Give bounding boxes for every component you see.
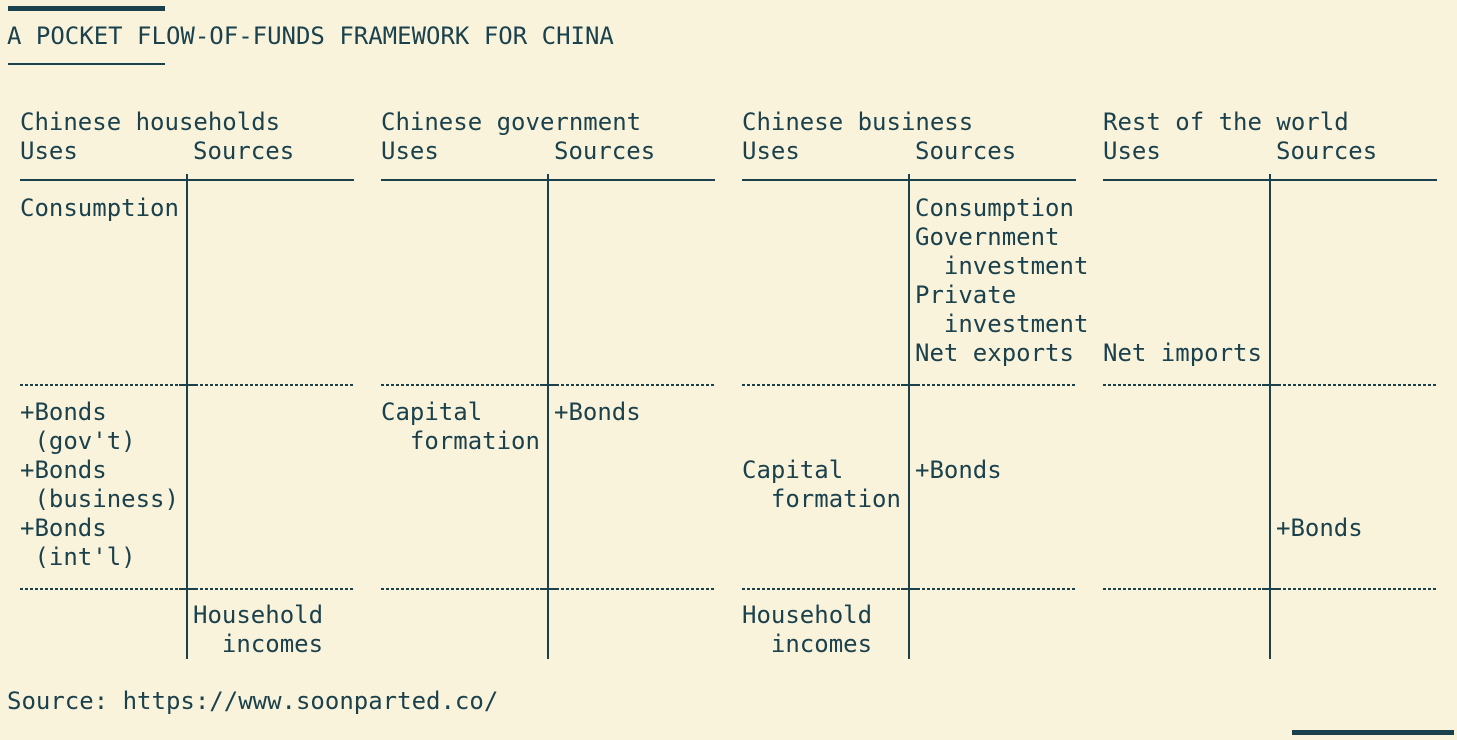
sources-label: Sources bbox=[193, 137, 295, 165]
divider-tick bbox=[901, 384, 917, 386]
entry-capital-formation: Capital bbox=[381, 398, 483, 426]
account-title: Chinese government bbox=[381, 108, 642, 136]
entry-net-imports: Net imports bbox=[1103, 339, 1262, 367]
entry-bonds: +Bonds bbox=[1276, 514, 1363, 542]
uses-label: Uses bbox=[381, 137, 439, 165]
divider-tick bbox=[540, 588, 556, 590]
divider-tick bbox=[1262, 384, 1278, 386]
entry-bonds: +Bonds bbox=[915, 456, 1002, 484]
entry-capital-formation-cont: formation bbox=[742, 485, 901, 513]
title-underline bbox=[8, 63, 165, 65]
entry-bonds-govt: +Bonds bbox=[20, 398, 107, 426]
entry-private-investment-cont: investment bbox=[915, 310, 1089, 338]
page-title: A POCKET FLOW-OF-FUNDS FRAMEWORK FOR CHI… bbox=[7, 22, 614, 50]
uses-label: Uses bbox=[1103, 137, 1161, 165]
entry-capital-formation-cont: formation bbox=[381, 427, 540, 455]
top-rule bbox=[8, 6, 165, 11]
entry-household-incomes-cont: incomes bbox=[193, 630, 324, 658]
divider-tick bbox=[179, 384, 195, 386]
divider-tick bbox=[901, 588, 917, 590]
uses-label: Uses bbox=[20, 137, 78, 165]
divider-tick bbox=[179, 588, 195, 590]
entry-bonds-intl: +Bonds bbox=[20, 514, 107, 542]
sources-label: Sources bbox=[915, 137, 1017, 165]
t-account-divider-line bbox=[186, 174, 188, 659]
account-chinese-government: Chinese government Uses Sources Capital … bbox=[381, 0, 715, 740]
entry-bonds-intl-cont: (int'l) bbox=[20, 543, 136, 571]
entry-net-exports: Net exports bbox=[915, 339, 1074, 367]
entry-consumption: Consumption bbox=[20, 194, 179, 222]
t-account-divider-line bbox=[547, 174, 549, 659]
entry-government-investment-cont: investment bbox=[915, 252, 1089, 280]
sources-label: Sources bbox=[554, 137, 656, 165]
entry-government-investment: Government bbox=[915, 223, 1060, 251]
t-account-divider-line bbox=[908, 174, 910, 659]
account-title: Chinese households bbox=[20, 108, 281, 136]
entry-household-incomes: Household bbox=[193, 601, 324, 629]
divider-tick bbox=[540, 384, 556, 386]
account-chinese-households: Chinese households Uses Sources Consumpt… bbox=[20, 0, 354, 740]
account-title: Chinese business bbox=[742, 108, 974, 136]
entry-bonds-business-cont: (business) bbox=[20, 485, 179, 513]
account-rest-of-world: Rest of the world Uses Sources Net impor… bbox=[1103, 0, 1437, 740]
bottom-rule bbox=[1292, 730, 1454, 735]
entry-private-investment: Private bbox=[915, 281, 1017, 309]
divider-tick bbox=[1262, 588, 1278, 590]
entry-capital-formation: Capital bbox=[742, 456, 844, 484]
entry-bonds: +Bonds bbox=[554, 398, 641, 426]
sources-label: Sources bbox=[1276, 137, 1378, 165]
entry-household-incomes: Household bbox=[742, 601, 873, 629]
entry-household-incomes-cont: incomes bbox=[742, 630, 873, 658]
t-account-divider-line bbox=[1269, 174, 1271, 659]
entry-consumption: Consumption bbox=[915, 194, 1074, 222]
account-chinese-business: Chinese business Uses Sources Consumptio… bbox=[742, 0, 1088, 740]
entry-bonds-business: +Bonds bbox=[20, 456, 107, 484]
entry-bonds-govt-cont: (gov't) bbox=[20, 427, 136, 455]
account-title: Rest of the world bbox=[1103, 108, 1349, 136]
source-line: Source: https://www.soonparted.co/ bbox=[7, 687, 499, 715]
uses-label: Uses bbox=[742, 137, 800, 165]
